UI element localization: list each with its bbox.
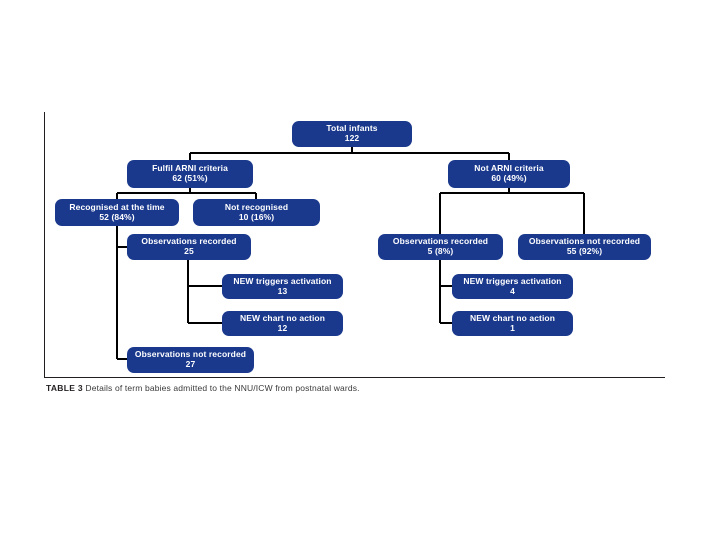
node-value: 122	[344, 133, 360, 143]
node-value: 4	[510, 285, 515, 296]
node-value: 52 (84%)	[99, 211, 135, 222]
node-label: Fulfil ARNI criteria	[152, 163, 228, 174]
node-label: Not recognised	[224, 201, 289, 212]
caption-text: Details of term babies admitted to the N…	[85, 383, 360, 393]
node-value: 55 (92%)	[566, 246, 603, 256]
node-label: Observations not recorded	[528, 236, 641, 247]
node-label: NEW chart no action	[239, 312, 325, 323]
node-label: NEW chart no action	[469, 312, 555, 323]
node-new-triggers-activation-13[interactable]: NEW triggers activation 13	[222, 274, 343, 299]
node-new-triggers-activation-4[interactable]: NEW triggers activation 4	[452, 274, 573, 299]
node-observations-not-recorded-27[interactable]: Observations not recorded 27	[127, 347, 254, 373]
node-value: 5 (8%)	[427, 246, 454, 256]
node-label: Observations recorded	[392, 236, 489, 247]
node-not-arni-criteria[interactable]: Not ARNI criteria 60 (49%)	[448, 160, 570, 188]
node-label: Not ARNI criteria	[474, 163, 544, 174]
node-value: 60 (49%)	[491, 173, 527, 183]
node-label: Observations not recorded	[134, 349, 247, 360]
caption-label: TABLE 3	[46, 383, 83, 393]
node-label: Total infants	[326, 123, 378, 134]
node-observations-recorded-25[interactable]: Observations recorded 25	[127, 234, 251, 260]
node-label: NEW triggers activation	[233, 275, 332, 286]
node-value: 13	[277, 285, 288, 296]
node-not-recognised[interactable]: Not recognised 10 (16%)	[193, 199, 320, 226]
node-new-chart-no-action-1[interactable]: NEW chart no action 1	[452, 311, 573, 336]
node-new-chart-no-action-12[interactable]: NEW chart no action 12	[222, 311, 343, 336]
node-value: 62 (51%)	[172, 173, 208, 183]
node-fulfil-arni-criteria[interactable]: Fulfil ARNI criteria 62 (51%)	[127, 160, 253, 188]
node-total-infants[interactable]: Total infants 122	[292, 121, 412, 147]
node-value: 27	[185, 359, 196, 369]
node-value: 25	[184, 246, 194, 256]
figure-caption: TABLE 3 Details of term babies admitted …	[46, 383, 666, 393]
node-observations-not-recorded-55[interactable]: Observations not recorded 55 (92%)	[518, 234, 651, 260]
node-label: Observations recorded	[141, 236, 237, 247]
node-value: 1	[510, 322, 515, 333]
node-value: 10 (16%)	[238, 211, 275, 222]
node-label: NEW triggers activation	[463, 275, 562, 286]
node-observations-recorded-5[interactable]: Observations recorded 5 (8%)	[378, 234, 503, 260]
node-label: Recognised at the time	[69, 201, 165, 212]
node-recognised-at-the-time[interactable]: Recognised at the time 52 (84%)	[55, 199, 179, 226]
node-value: 12	[277, 322, 288, 333]
